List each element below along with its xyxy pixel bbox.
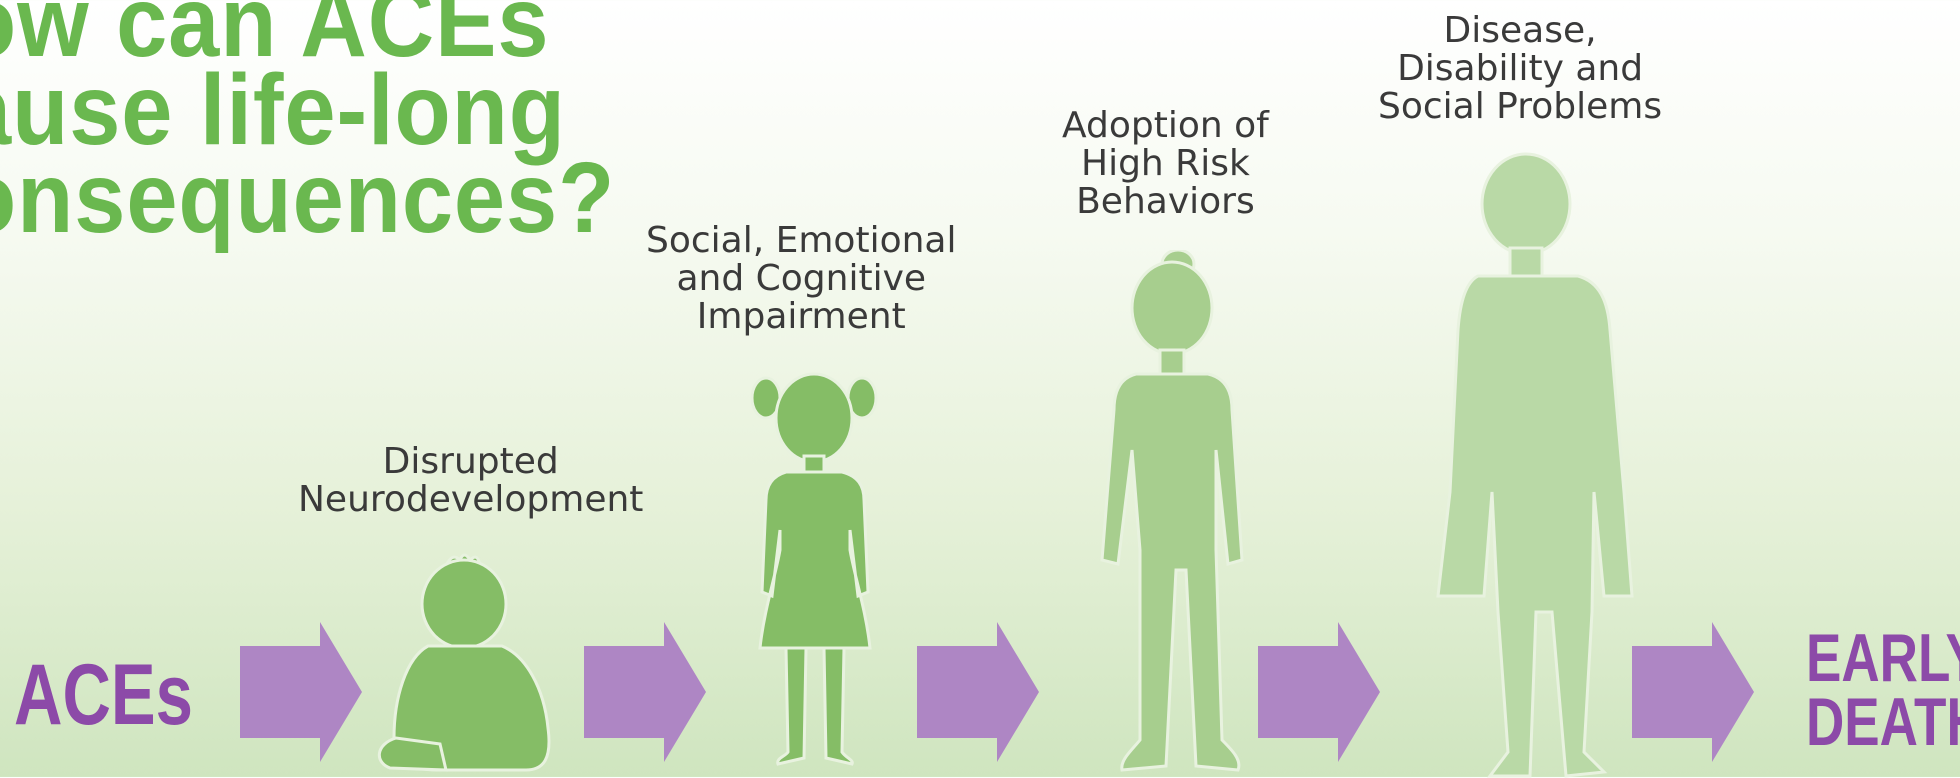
aces-start-label: ACEs (14, 647, 193, 743)
stage-2-line-1: Social, Emotional (646, 220, 957, 261)
title-line-1: ow can ACEs (0, 0, 550, 78)
stage-4-line-2: Disability and (1397, 48, 1644, 89)
early-death-line-1: EARLY (1806, 620, 1960, 696)
baby-silhouette-icon (378, 553, 551, 772)
stage-3-line-3: Behaviors (1076, 181, 1255, 222)
early-death-line-2: DEATH (1806, 684, 1960, 760)
title-line-3: onsequences? (0, 142, 616, 254)
page-title: ow can ACEs ause life-long onsequences? (0, 0, 616, 254)
arrow-3-icon (917, 622, 1039, 762)
stage-label-4: Disease, Disability and Social Problems (1378, 12, 1662, 126)
stage-1-line-1: Disrupted (382, 441, 559, 482)
stage-4-line-1: Disease, (1443, 10, 1597, 51)
stage-3-line-1: Adoption of (1062, 105, 1269, 146)
adult-silhouette-icon (1436, 152, 1634, 778)
stage-1-line-2: Neurodevelopment (298, 479, 644, 520)
arrow-5-icon (1632, 622, 1754, 762)
title-line-2: ause life-long (0, 54, 566, 166)
arrow-1-icon (240, 622, 362, 762)
girl-silhouette-icon (750, 372, 878, 766)
stage-3-line-2: High Risk (1081, 143, 1250, 184)
stage-4-line-3: Social Problems (1378, 86, 1663, 127)
stage-label-1: Disrupted Neurodevelopment (298, 443, 643, 519)
stage-2-line-2: and Cognitive (676, 258, 927, 299)
arrow-2-icon (584, 622, 706, 762)
arrow-4-icon (1258, 622, 1380, 762)
stage-label-3: Adoption of High Risk Behaviors (1062, 107, 1269, 221)
early-death-label: EARLY DEATH (1806, 620, 1960, 760)
stage-2-line-3: Impairment (696, 296, 906, 337)
stage-label-2: Social, Emotional and Cognitive Impairme… (646, 222, 956, 336)
teen-silhouette-icon (1100, 250, 1244, 772)
